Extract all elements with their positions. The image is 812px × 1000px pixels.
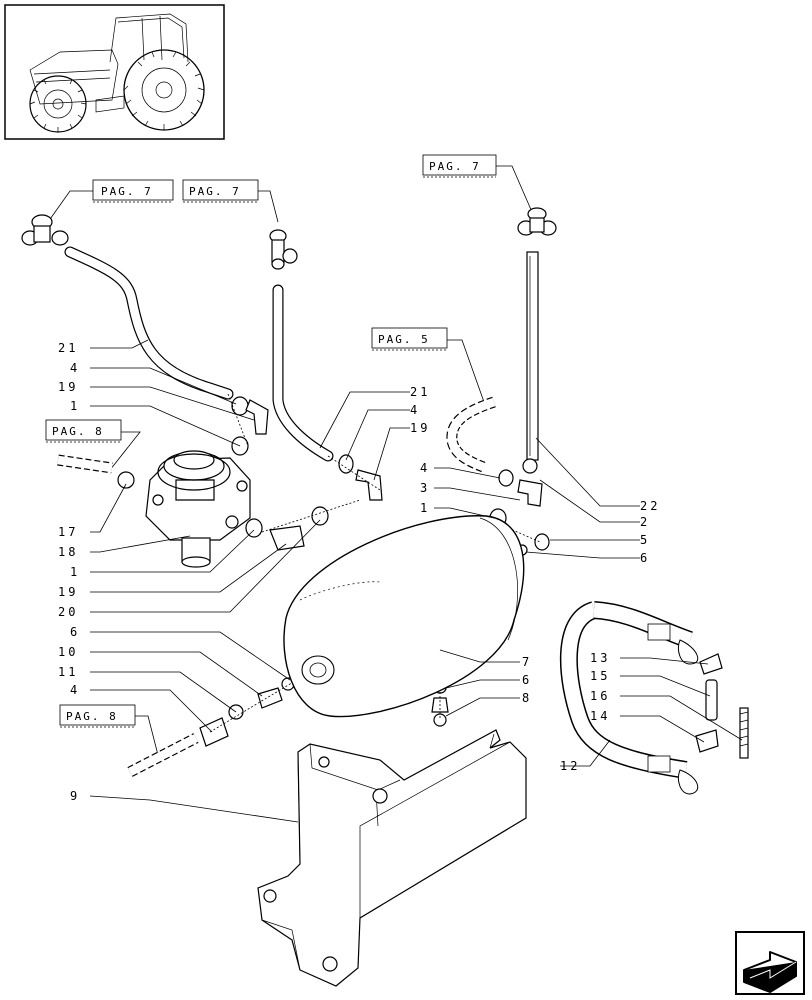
callout-label: 4 <box>420 461 430 475</box>
callout-label: 22 <box>640 499 660 513</box>
callout-label: 18 <box>58 545 78 559</box>
tee-connector-left <box>21 214 69 246</box>
callout-label: 6 <box>70 625 80 639</box>
tractor-thumbnail-icon[interactable] <box>4 4 225 140</box>
pipe-from-pag8-bottom <box>127 733 199 777</box>
page-ref-right-top[interactable]: PAG. 7 <box>422 154 497 178</box>
callout-label: 4 <box>410 403 420 417</box>
tank-strap <box>559 601 699 795</box>
callout-label: 4 <box>70 683 80 697</box>
callout-label: 5 <box>640 533 650 547</box>
pipe-21-left <box>64 246 234 400</box>
callout-label: 21 <box>410 385 430 399</box>
page-ref-mid-top[interactable]: PAG. 7 <box>182 179 259 203</box>
callout-leaders <box>89 339 743 823</box>
callout-label: 1 <box>70 565 80 579</box>
callout-label: 21 <box>58 341 78 355</box>
page-ref-label: PAG. 5 <box>378 333 430 346</box>
callout-label: 9 <box>70 789 80 803</box>
pipe-from-pag8-mid <box>57 454 113 474</box>
pipe-from-pag5 <box>446 396 496 474</box>
callout-label: 13 <box>590 651 610 665</box>
page-ref-label: PAG. 8 <box>52 425 104 438</box>
callout-label: 4 <box>70 361 80 375</box>
page-ref-left-top[interactable]: PAG. 7 <box>92 179 174 203</box>
callout-label: 6 <box>522 673 532 687</box>
pressure-regulator-valve <box>145 450 251 568</box>
tee-connector-right <box>517 207 557 236</box>
callout-label: 15 <box>590 669 610 683</box>
callout-label: 20 <box>58 605 78 619</box>
callout-label: 12 <box>560 759 580 773</box>
callout-label: 16 <box>590 689 610 703</box>
page-ref-left-mid[interactable]: PAG. 8 <box>45 419 122 443</box>
strap-hardware <box>695 653 749 759</box>
mounting-bracket <box>257 729 527 987</box>
pipe-21-middle <box>272 284 334 462</box>
air-tank <box>283 515 525 718</box>
page-ref-label: PAG. 7 <box>101 185 153 198</box>
callout-label: 3 <box>420 481 430 495</box>
pipe-22-right <box>526 251 539 461</box>
callout-label: 17 <box>58 525 78 539</box>
callout-label: 10 <box>58 645 78 659</box>
page-ref-label: PAG. 8 <box>66 710 118 723</box>
callout-label: 19 <box>410 421 430 435</box>
callout-label: 19 <box>58 585 78 599</box>
page-ref-label: PAG. 7 <box>429 160 481 173</box>
callout-label: 2 <box>640 515 650 529</box>
callout-label: 7 <box>522 655 532 669</box>
callout-label: 14 <box>590 709 610 723</box>
callout-label: 19 <box>58 380 78 394</box>
page-ref-label: PAG. 7 <box>189 185 241 198</box>
reference-leaders <box>47 165 533 756</box>
page-ref-left-bottom[interactable]: PAG. 8 <box>59 704 136 728</box>
callout-label: 1 <box>70 399 80 413</box>
callout-numbers: 21 4 19 1 17 18 1 19 20 6 10 11 4 9 21 4… <box>58 341 660 803</box>
callout-label: 8 <box>522 691 532 705</box>
page-ref-center[interactable]: PAG. 5 <box>371 327 448 351</box>
tee-connector-mid <box>269 229 298 270</box>
callout-label: 11 <box>58 665 78 679</box>
next-page-arrow-icon[interactable] <box>735 931 805 995</box>
callout-label: 1 <box>420 501 430 515</box>
callout-label: 6 <box>640 551 650 565</box>
